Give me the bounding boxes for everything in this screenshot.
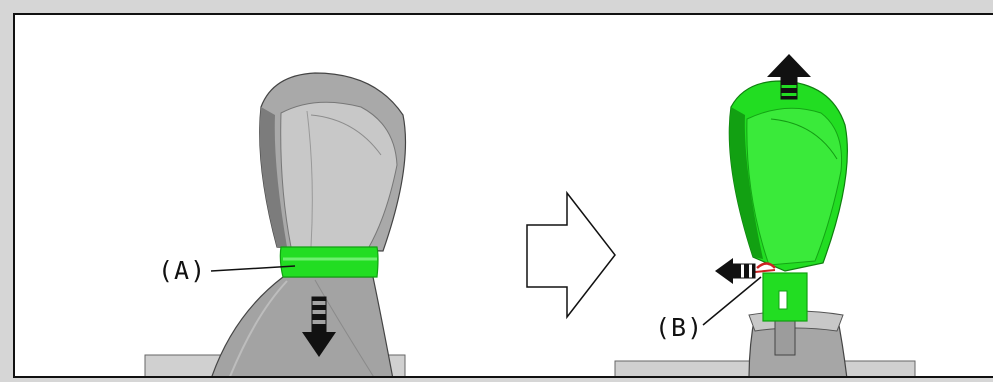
callout-label-b: (B): [655, 313, 704, 342]
right-callout-leader: [702, 276, 762, 326]
diagram-frame: (A) (B): [13, 13, 993, 378]
clip-b: [754, 262, 776, 273]
striped-up-arrow-icon: [767, 54, 811, 100]
striped-down-arrow-icon: [302, 296, 336, 357]
striped-left-arrow-icon: [715, 258, 756, 284]
right-shift-knob-green: [728, 80, 848, 272]
left-callout-leader: [210, 265, 296, 272]
collar-a-ring: [279, 246, 379, 278]
diagram-canvas: [144, 54, 916, 376]
left-shift-knob: [259, 72, 407, 252]
hollow-right-arrow-icon: [526, 190, 616, 320]
callout-label-a: (A): [158, 256, 207, 285]
left-shift-boot: [211, 276, 394, 376]
right-shift-rod: [762, 272, 808, 356]
